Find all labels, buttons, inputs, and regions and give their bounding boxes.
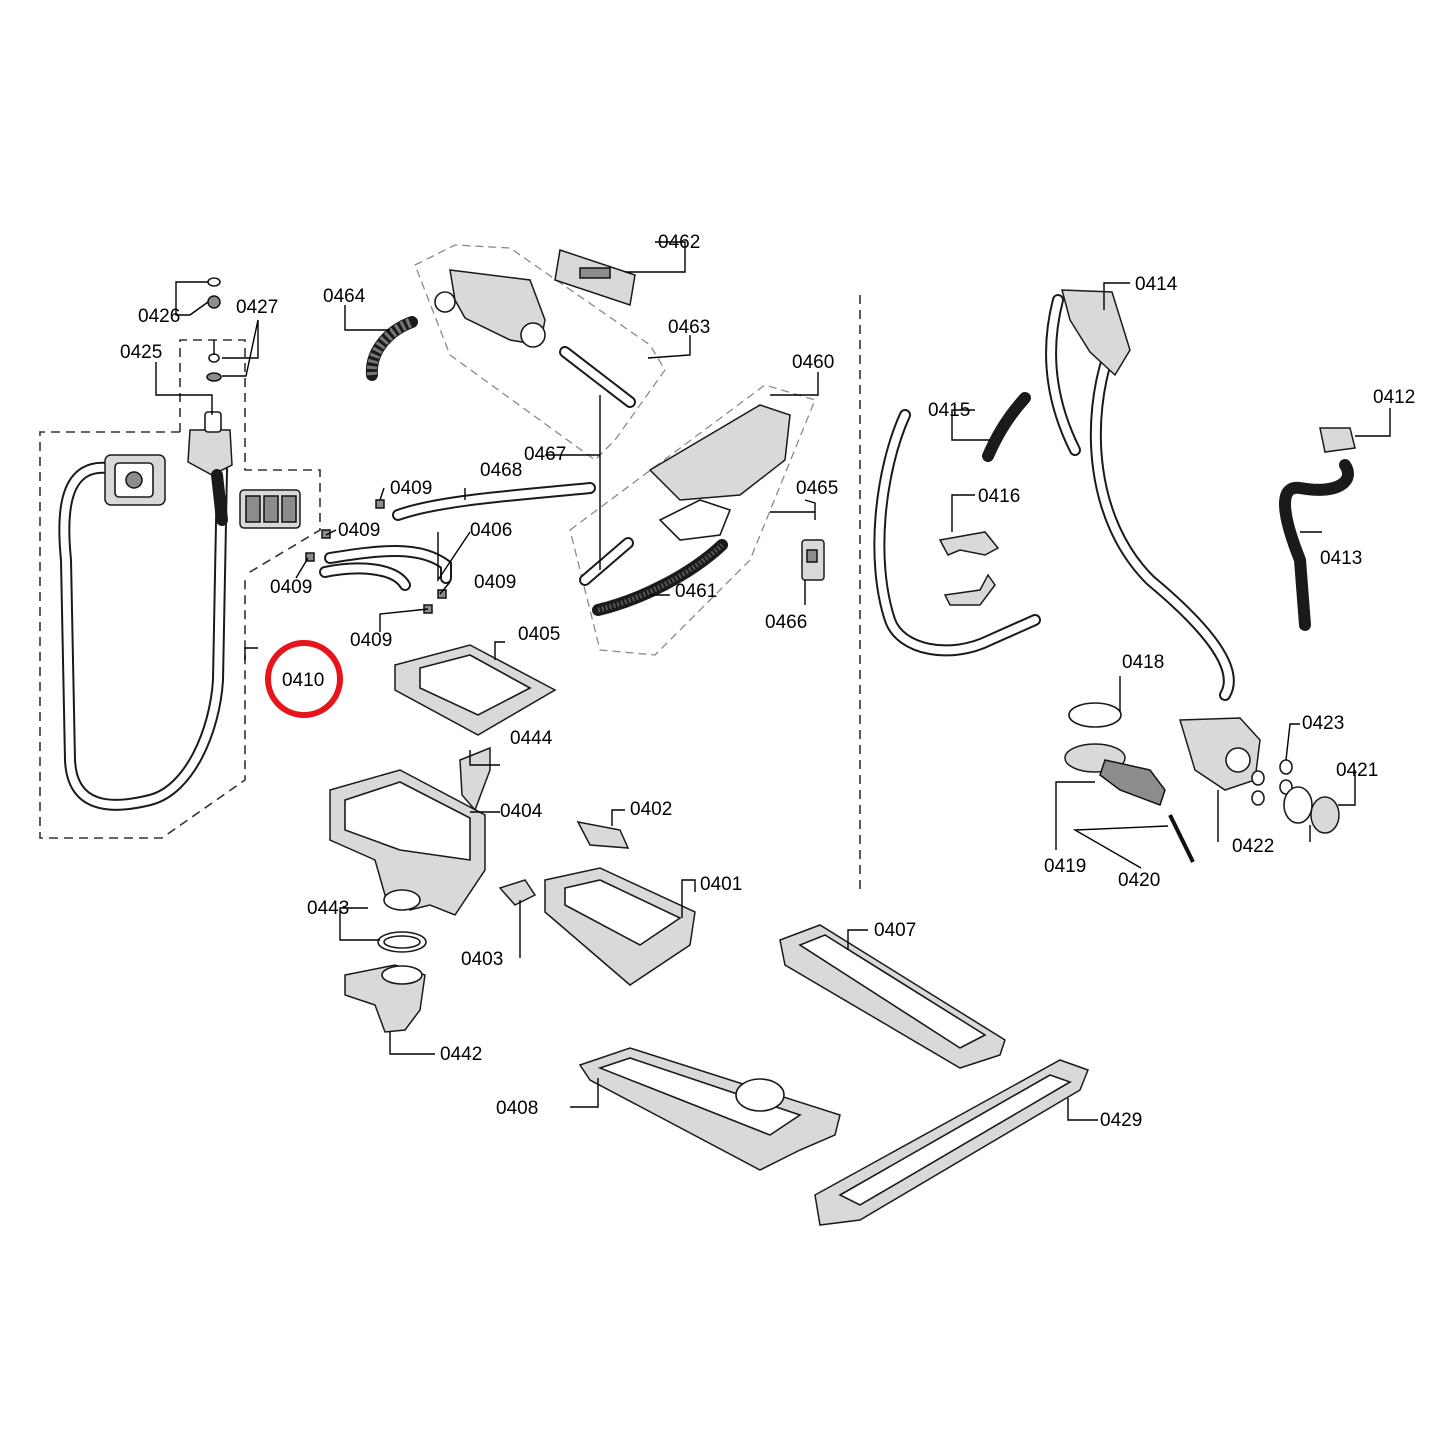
label-0415: 0415 (928, 400, 970, 421)
pin-0420 (1168, 814, 1195, 863)
label-0404: 0404 (500, 801, 543, 822)
bellows-hose-0464 (365, 316, 418, 381)
label-0463: 0463 (668, 317, 710, 338)
label-0421: 0421 (1336, 760, 1378, 781)
dispenser-cover-0460 (648, 404, 791, 541)
dispenser-housing-0404 (329, 769, 486, 916)
panel-0408 (578, 1047, 841, 1171)
label-0409-c: 0409 (270, 577, 312, 598)
label-0461: 0461 (675, 581, 717, 602)
label-0402: 0402 (630, 799, 672, 820)
label-0467: 0467 (524, 444, 566, 465)
button-0402 (576, 820, 630, 849)
hose-0415 (873, 392, 1041, 657)
part-labels: 0426 0427 0425 0464 0462 0463 0460 0467 … (120, 232, 1415, 1131)
label-0468: 0468 (480, 460, 522, 481)
pressure-sensor-0412 (1279, 427, 1356, 631)
label-0443: 0443 (307, 898, 349, 919)
label-0429: 0429 (1100, 1110, 1142, 1131)
small-washers (206, 277, 222, 382)
label-0406: 0406 (470, 520, 512, 541)
hose-0416 (938, 531, 1000, 606)
label-0410: 0410 (282, 670, 324, 691)
latch-0403 (498, 879, 537, 906)
label-0403: 0403 (461, 949, 503, 970)
highlight-circle (265, 640, 343, 718)
label-0422: 0422 (1232, 836, 1274, 857)
inlet-valve-block (104, 454, 166, 506)
drawer-insert-0405 (394, 644, 557, 736)
label-0408: 0408 (496, 1098, 538, 1119)
leader-lines (155, 241, 1391, 1121)
label-0464: 0464 (323, 286, 366, 307)
siphon-group-outline (414, 244, 666, 461)
label-0427: 0427 (236, 297, 278, 318)
label-0420: 0420 (1118, 870, 1160, 891)
label-0423: 0423 (1302, 713, 1344, 734)
label-0465: 0465 (796, 478, 838, 499)
hose-connector-part (187, 411, 233, 526)
label-0442: 0442 (440, 1044, 482, 1065)
label-0462: 0462 (658, 232, 700, 253)
hose-0467 (579, 537, 634, 586)
drawer-handle-0401 (544, 867, 696, 986)
label-0401: 0401 (700, 874, 742, 895)
clamp-ring-0443 (377, 931, 427, 953)
panel-0429 (814, 1059, 1089, 1226)
drain-bellows-0419 (1064, 743, 1166, 806)
label-0416: 0416 (978, 486, 1020, 507)
hose-0468 (392, 482, 596, 521)
spring-hose-0461 (592, 539, 728, 616)
label-0409-e: 0409 (350, 630, 392, 651)
hose-0406 (319, 545, 452, 591)
label-0414: 0414 (1135, 274, 1178, 295)
panel-0407 (779, 924, 1006, 1069)
label-0409-a: 0409 (390, 478, 432, 499)
sensor-0466 (801, 539, 825, 581)
label-0412: 0412 (1373, 387, 1415, 408)
label-0460: 0460 (792, 352, 834, 373)
label-0413: 0413 (1320, 548, 1362, 569)
label-0426: 0426 (138, 306, 180, 327)
label-0409-d: 0409 (474, 572, 516, 593)
dispenser-cover-group-outline (569, 384, 816, 656)
inlet-hose-0410 (58, 461, 228, 811)
label-0444: 0444 (510, 728, 553, 749)
inlet-group-outline (39, 431, 246, 839)
siphon-housing (434, 269, 546, 348)
valve-group-outline (179, 339, 321, 576)
pump-0422 (1179, 717, 1261, 791)
label-0407: 0407 (874, 920, 916, 941)
bracket-0462 (554, 249, 636, 306)
bellows-0442 (344, 964, 426, 1033)
clamp-0418 (1068, 702, 1122, 728)
solenoid-valve (239, 489, 301, 529)
filter-0421 (1283, 786, 1340, 834)
label-0466: 0466 (765, 612, 807, 633)
label-0425: 0425 (120, 342, 162, 363)
label-0409-b: 0409 (338, 520, 380, 541)
label-0418: 0418 (1122, 652, 1164, 673)
label-0419: 0419 (1044, 856, 1086, 877)
hose-0463 (559, 346, 636, 408)
drain-hose-0414 (1045, 289, 1235, 701)
label-0405: 0405 (518, 624, 560, 645)
flap-0444 (459, 746, 491, 812)
